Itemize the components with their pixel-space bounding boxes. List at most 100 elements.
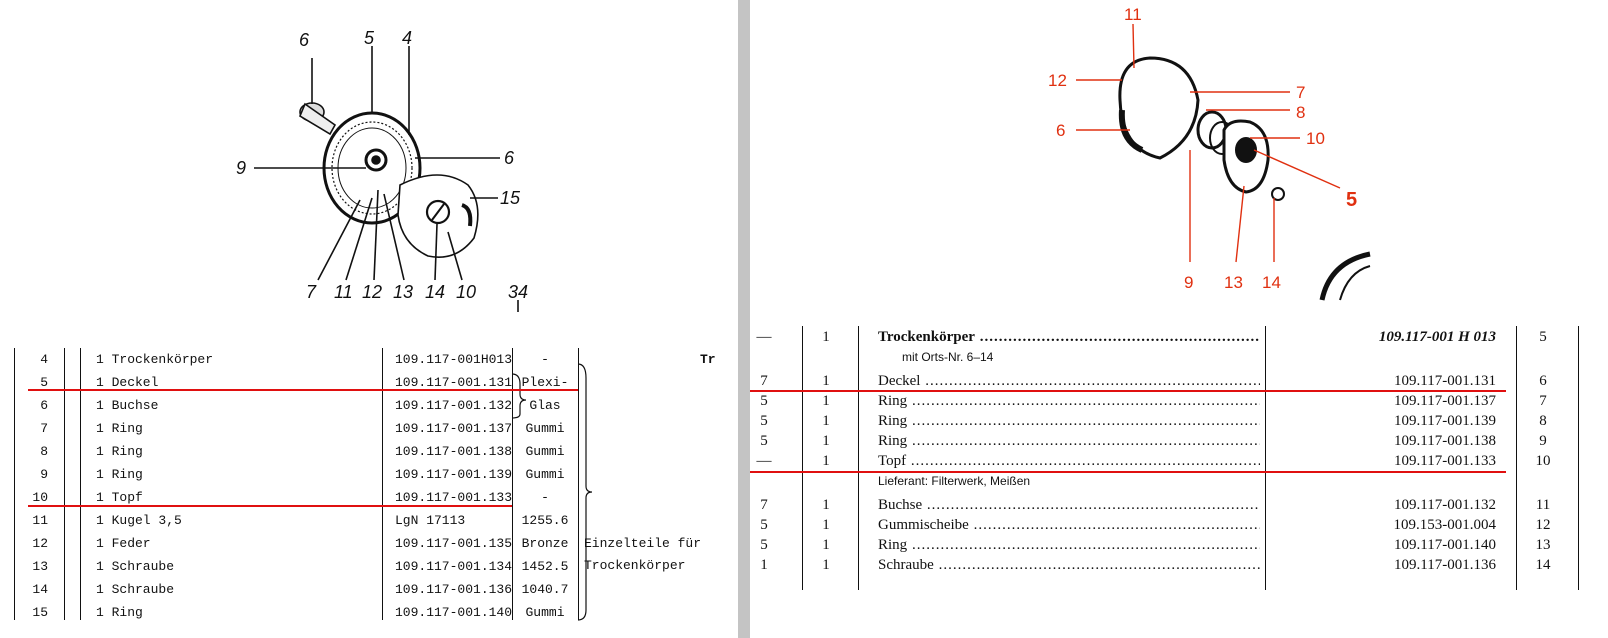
callout-13: 13 <box>1224 273 1243 292</box>
table-row: 15 1 Ring 109.117-001.140 Gummi <box>0 603 738 626</box>
right-page-scan: 11 12 7 8 6 10 5 9 13 14 — 1 Trockenkörp… <box>750 0 1608 638</box>
page-number: 34 <box>508 282 528 302</box>
row-pos: 10 <box>32 490 48 505</box>
row-number: 109.117-001.140 <box>395 605 513 620</box>
row-number: 109.117-001.135 <box>395 536 513 551</box>
row-name: Buchse <box>878 497 1260 514</box>
callout-5: 5 <box>1346 189 1357 211</box>
callout-12: 12 <box>362 282 382 302</box>
row-qty: 7 <box>760 497 768 513</box>
supplier-note: Lieferant: Filterwerk, Meißen <box>878 474 1031 488</box>
right-parts-table: — 1 Trockenkörper 109.117-001 H 013 5 mi… <box>750 326 1608 626</box>
header-subnote: mit Orts-Nr. 6–14 <box>902 350 994 364</box>
callout-9: 9 <box>236 158 246 178</box>
row-count: 1 <box>822 497 830 513</box>
highlight-line <box>750 390 1506 392</box>
table-row: 7 1 Ring 109.117-001.137 Gummi <box>0 419 738 442</box>
table-row: 7 1 Buchse 109.117-001.132 11 <box>750 496 1608 517</box>
row-name: 1 Kugel 3,5 <box>96 513 182 528</box>
row-qty: 5 <box>760 537 768 553</box>
row-qty: 7 <box>760 373 768 389</box>
callout-13: 13 <box>393 282 413 302</box>
table-row: 1 1 Schraube 109.117-001.136 14 <box>750 556 1608 577</box>
row-name: Schraube <box>878 557 1260 574</box>
row-material: Gummi <box>525 605 565 620</box>
row-qty: — <box>756 329 772 345</box>
row-qty: 5 <box>760 433 768 449</box>
table-row: 6 1 Buchse 109.117-001.132 Glas <box>0 396 738 419</box>
bracket-marks <box>511 363 593 621</box>
callout-11: 11 <box>334 282 353 302</box>
table-row: 5 1 Deckel 109.117-001.131 Plexi- <box>0 373 738 396</box>
callout-11: 11 <box>1124 5 1142 24</box>
row-number: 109.117-001.132 <box>395 398 513 413</box>
table-row: 5 1 Ring 109.117-001.139 8 <box>750 412 1608 433</box>
row-material: Gummi <box>525 467 565 482</box>
row-number: 109.117-001.131 <box>395 375 513 390</box>
row-material: Gummi <box>525 421 565 436</box>
row-count: 1 <box>822 557 830 573</box>
row-number: 109.117-001.134 <box>395 559 513 574</box>
row-name: Deckel <box>878 373 1260 390</box>
row-name: 1 Trockenkörper <box>96 352 214 367</box>
row-name: 1 Ring <box>96 605 143 620</box>
left-parts-table: 4 1 Trockenkörper 109.117-001H013 - 5 1 … <box>0 348 738 638</box>
highlight-line <box>28 389 578 391</box>
row-qty: 1 <box>760 557 768 573</box>
row-count: 1 <box>822 517 830 533</box>
row-number: 109.117-001.133 <box>1394 453 1496 469</box>
row-number: 109.117-001 H 013 <box>1378 329 1496 345</box>
callout-12: 12 <box>1048 71 1067 90</box>
row-name: Gummischeibe <box>878 517 1260 534</box>
row-number: 109.117-001.136 <box>395 582 513 597</box>
right-exploded-drawing: 11 12 7 8 6 10 5 9 13 14 <box>1048 5 1371 301</box>
row-pos: 13 <box>1535 537 1551 553</box>
row-name: 1 Schraube <box>96 582 175 597</box>
row-name: Ring <box>878 537 1260 554</box>
table-row: 5 1 Gummischeibe 109.153-001.004 12 <box>750 516 1608 537</box>
note-line-2: Trockenkörper <box>584 558 686 573</box>
row-pos: 5 <box>1539 329 1547 345</box>
row-pos: 4 <box>40 352 48 367</box>
row-qty: 5 <box>760 413 768 429</box>
row-pos: 7 <box>40 421 48 436</box>
table-row: 10 1 Topf 109.117-001.133 - <box>0 488 738 511</box>
row-pos: 9 <box>40 467 48 482</box>
table-row: 4 1 Trockenkörper 109.117-001H013 - <box>0 350 738 373</box>
row-pos: 14 <box>32 582 48 597</box>
highlight-line <box>28 505 512 507</box>
row-material: Gummi <box>525 444 565 459</box>
callout-15: 15 <box>500 188 521 208</box>
callout-14: 14 <box>425 282 445 302</box>
callout-7: 7 <box>1296 83 1305 102</box>
left-exploded-drawing: 6 5 4 9 6 15 7 11 12 13 14 10 34 <box>236 28 528 312</box>
row-name: 1 Topf <box>96 490 143 505</box>
row-pos: 6 <box>1539 373 1547 389</box>
row-name: 1 Ring <box>96 467 143 482</box>
row-number: LgN 17113 <box>395 513 466 528</box>
callout-14: 14 <box>1262 273 1281 292</box>
page-divider <box>738 0 750 638</box>
callout-6: 6 <box>1056 121 1065 140</box>
row-pos: 13 <box>32 559 48 574</box>
row-name: Ring <box>878 433 1260 450</box>
table-row: 11 1 Kugel 3,5 LgN 17113 1255.6 <box>0 511 738 534</box>
row-name: Ring <box>878 413 1260 430</box>
row-number: 109.117-001.136 <box>1394 557 1496 573</box>
row-qty: 5 <box>760 517 768 533</box>
row-number: 109.117-001.138 <box>395 444 513 459</box>
row-pos: 10 <box>1535 453 1551 469</box>
row-pos: 5 <box>40 375 48 390</box>
row-pos: 7 <box>1539 393 1547 409</box>
row-number: 109.117-001.133 <box>395 490 513 505</box>
row-pos: 11 <box>32 513 48 528</box>
table-row: 5 1 Ring 109.117-001.140 13 <box>750 536 1608 557</box>
row-name: 1 Buchse <box>96 398 159 413</box>
row-name: 1 Ring <box>96 421 143 436</box>
table-row: 7 1 Deckel 109.117-001.131 6 <box>750 372 1608 393</box>
row-material: Glas <box>529 398 561 413</box>
row-material: - <box>541 490 549 505</box>
row-number: 109.117-001.137 <box>395 421 513 436</box>
row-pos: 15 <box>32 605 48 620</box>
callout-10: 10 <box>456 282 476 302</box>
